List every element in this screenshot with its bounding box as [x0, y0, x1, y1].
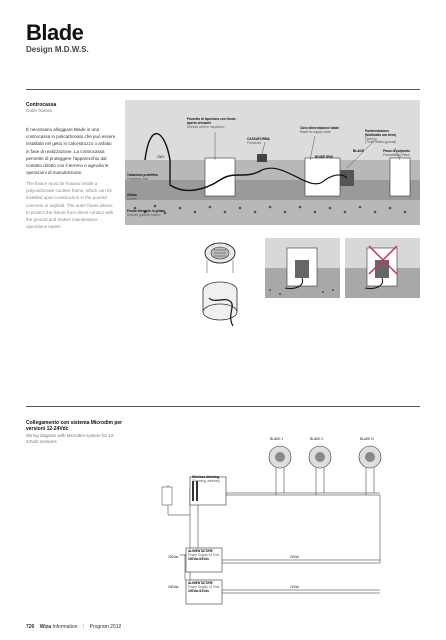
label-230v: 230V: [157, 155, 165, 159]
page-subtitle: Design M.D.W.S.: [26, 45, 89, 54]
label-tubazione-en: Protective tube: [127, 176, 149, 181]
label-pozzetto-it: Pozzetto di ispezione con fondo: [187, 117, 236, 121]
label-fondo-it: Fondo drenante in ghiaia: [127, 209, 165, 213]
label-psu-24-spec: 230Vac/24Vdc: [188, 556, 210, 561]
label-pavim-it2: (Multicatto ora terra): [365, 132, 396, 137]
installation-diagram: 230V Tubazione protettiva Protective tub…: [125, 100, 420, 225]
footer-program: Program 2012: [89, 624, 122, 630]
label-cavo: Cavo alimentazione blade Blade fix suppl…: [300, 126, 339, 135]
label-blade-2: BLADE 2: [310, 437, 324, 441]
wiring-diagram-graphic: [161, 445, 382, 605]
label-psu-12: ALIMENTATORE Power Supply 12 V/dc 230Vac…: [188, 581, 220, 593]
label-cassaforma-it: CASSAFORMA: [247, 137, 270, 141]
divider-middle: [26, 406, 420, 407]
pit-detail-ok: [265, 238, 340, 298]
section1-title: Controcassa: [26, 102, 57, 108]
label-pavim-en2: (Three district ground): [365, 140, 397, 145]
label-tubazione: Tubazione protettiva Protective tube: [127, 173, 158, 182]
footer-book: Information: [52, 624, 78, 630]
label-fondo-en: Drained gravelly bottom: [127, 212, 161, 217]
label-blade-text: BLADE: [353, 149, 364, 153]
label-pozzetto: Pozzetto di ispezione con fondo aperto d…: [187, 117, 236, 129]
label-ghiaia-it: Ghiaia: [127, 193, 137, 197]
label-12v-out: 12Vdc: [290, 585, 300, 589]
product-illustration-graphic: [202, 242, 238, 327]
section1-paragraph-en: The fixture must be housed inside a poly…: [26, 181, 114, 230]
page-title: Blade: [26, 20, 84, 45]
label-psu-24-title: ALIMENTATORE: [188, 549, 213, 553]
label-pozzetto-en: Drained well for inspection: [187, 124, 225, 129]
label-cassaforma: CASSAFORMA Formwork: [247, 137, 270, 146]
product-illustration: [195, 238, 255, 333]
label-ip68: BOGIE IP68: [315, 155, 333, 160]
page-number: 726: [26, 624, 35, 630]
section2-title: Collegamento con sistema Microdim per ve…: [26, 420, 123, 432]
label-psu-12-title: ALIMENTATORE: [188, 581, 213, 585]
label-dimmer-en: (Dimming, wireless): [192, 478, 220, 483]
label-psu-24-en: Power Supply 24 V/dc: [188, 552, 220, 557]
label-psu-12-spec: 230Vac/12Vdc: [188, 588, 210, 593]
label-blade-n: BLADE N: [360, 437, 374, 441]
label-ghiaia: Ghiaia Gravel: [127, 193, 137, 202]
footer-separator: |: [82, 624, 85, 630]
label-dimmer-title: Wireless dimming: [192, 475, 220, 479]
label-230v-in-1: 230Vac: [168, 555, 179, 559]
label-cavo-it: Cavo alimentazione blade: [300, 126, 339, 130]
label-24v-out: 24Vdc: [290, 555, 300, 559]
label-tubazione-it: Tubazione protettiva: [127, 173, 158, 177]
label-piano-it: Piano di calpestio: [383, 149, 411, 153]
label-ip68-text: BOGIE IP68: [315, 155, 333, 159]
label-fondo: Fondo drenante in ghiaia Drained gravell…: [127, 209, 165, 218]
label-pavimentazione: Pavimentazione (Multicatto ora terra) Fl…: [365, 129, 397, 145]
label-psu-24: ALIMENTATORE Power Supply 24 V/dc 230Vac…: [188, 549, 220, 561]
label-blade: BLADE: [353, 149, 364, 154]
label-ghiaia-en: Gravel: [127, 196, 137, 201]
label-pozzetto-it2: aperto drenante: [187, 120, 212, 125]
label-psu-12-en: Power Supply 12 V/dc: [188, 584, 220, 589]
label-pavim-it: Pavimentazione: [365, 129, 390, 133]
wiring-diagram: BLADE 1 BLADE 2 BLADE N Wireless dimming…: [150, 435, 420, 615]
label-pavim-en: Flooring: [365, 136, 377, 141]
pit-detail-wrong-graphic: [345, 245, 420, 298]
page-footer: 726 Wiza Information | Program 2012: [26, 624, 121, 630]
label-dimmer: Wireless dimming (Dimming, wireless): [192, 475, 220, 484]
label-piano-en: Floorwalking Plane: [383, 152, 410, 157]
label-cavo-en: Blade fix supply cable: [300, 129, 331, 134]
label-blade-1: BLADE 1: [270, 437, 284, 441]
label-piano: Piano di calpestio Floorwalking Plane: [383, 149, 411, 158]
label-cassaforma-en: Formwork: [247, 140, 262, 145]
section1-subtitle: Outer frames: [26, 108, 53, 113]
divider-top: [26, 89, 420, 90]
pit-detail-ok-graphic: [265, 247, 340, 298]
label-230v-in-2: 230Vac: [168, 585, 179, 589]
section2-subtitle: Wiring diagram with Microdim system for …: [26, 433, 115, 444]
installation-diagram-graphic: [125, 132, 420, 225]
section1-paragraph-it: È necessario alloggiare Blade in una con…: [26, 127, 116, 176]
footer-brand: Wiza: [39, 624, 52, 630]
pit-detail-wrong: [345, 238, 420, 298]
